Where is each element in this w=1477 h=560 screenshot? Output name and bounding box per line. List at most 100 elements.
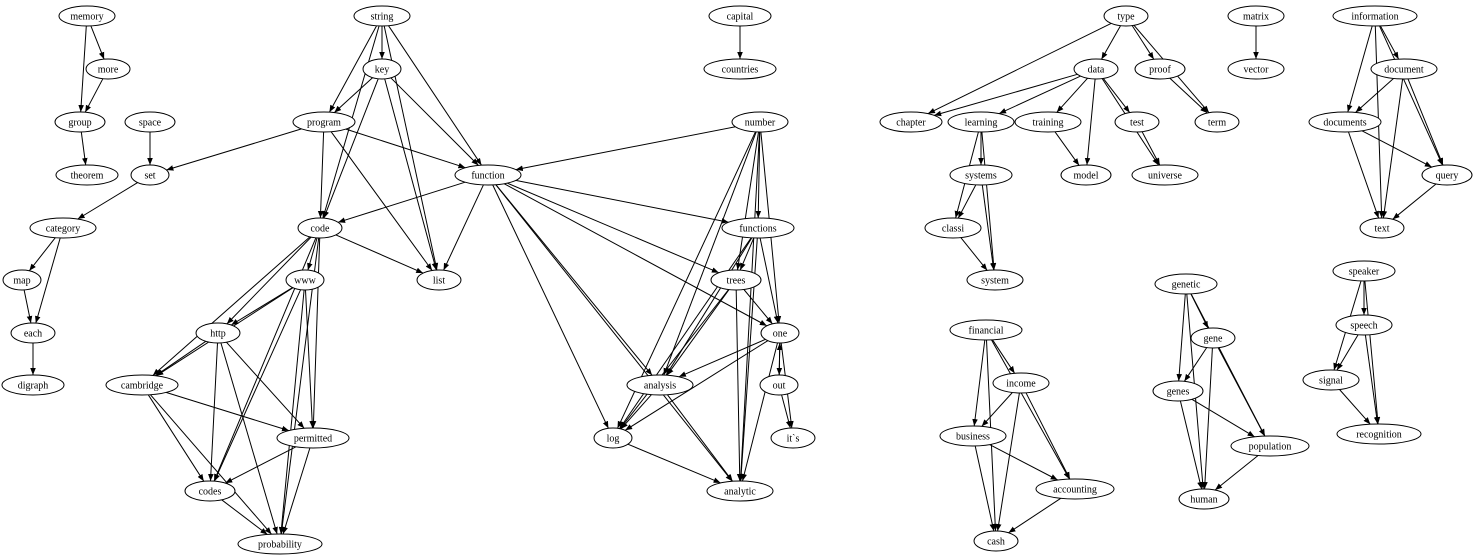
edge-key-to-program — [333, 77, 373, 113]
edge-key-to-code — [323, 78, 379, 219]
node-label-classi: classi — [942, 224, 964, 235]
edge-set-to-category — [77, 182, 138, 220]
edge-financial-to-accounting — [991, 339, 1070, 480]
edge-test-to-universe — [1141, 131, 1161, 166]
node-universe: universe — [1131, 164, 1199, 186]
node-proof: proof — [1134, 58, 1186, 80]
edge-financial-to-income — [992, 339, 1016, 374]
node-label-theorem: theorem — [71, 171, 104, 182]
edge-accounting-to-cash — [1008, 497, 1062, 534]
node-ellipse-speaker — [1332, 260, 1396, 282]
node-signal: signal — [1302, 369, 1360, 391]
edge-program-to-code — [317, 131, 325, 219]
node-label-set: set — [144, 171, 155, 182]
node-ellipse-information — [1332, 5, 1418, 27]
node-label-key: key — [375, 65, 389, 76]
node-functions: functions — [721, 217, 795, 239]
edge-function-to-one — [503, 183, 768, 327]
node-label-chapter: chapter — [896, 118, 926, 129]
node-capital: capital — [708, 5, 772, 27]
node-label-out: out — [773, 381, 786, 392]
node-ellipse-learning — [947, 111, 1015, 133]
node-ellipse-genes — [1152, 380, 1204, 402]
edge-genes-to-human — [1179, 400, 1203, 490]
node-ellipse-chapter — [879, 111, 943, 133]
node-probability: probability — [237, 533, 323, 555]
node-label-digraph: digraph — [18, 381, 49, 392]
node-label-cash: cash — [987, 537, 1005, 548]
node-ellipse-list — [416, 269, 462, 291]
edge-program-to-function — [345, 128, 466, 169]
edge-functions-to-analysis — [665, 237, 753, 376]
edge-speaker-to-recognition — [1364, 280, 1381, 425]
node-key: key — [362, 58, 402, 80]
node-ellipse-capital — [708, 5, 772, 27]
node-systems: systems — [949, 164, 1013, 186]
node-ellipse-income — [992, 372, 1050, 394]
edge-data-to-model — [1084, 78, 1096, 166]
edge-log-to-analytic — [627, 443, 721, 484]
node-label-query: query — [1436, 171, 1459, 182]
node-out: out — [759, 374, 799, 396]
node-label-speaker: speaker — [1349, 267, 1380, 278]
node-label-data: data — [1088, 65, 1105, 76]
edge-www-to-http — [230, 287, 293, 326]
node-speaker: speaker — [1332, 260, 1396, 282]
node-label-category: category — [46, 224, 80, 235]
edge-category-to-each — [35, 237, 61, 324]
node-label-http: http — [210, 329, 226, 340]
node-label-program: program — [307, 118, 341, 129]
node-ellipse-map — [2, 269, 42, 291]
node-label-text: text — [1375, 224, 1390, 235]
node-ellipse-log — [593, 427, 633, 449]
node-www: www — [285, 269, 325, 291]
node-ellipse-its — [770, 427, 816, 449]
node-more: more — [85, 58, 131, 80]
node-map: map — [2, 269, 42, 291]
edge-function-to-analytic — [495, 184, 733, 482]
node-countries: countries — [703, 58, 777, 80]
edge-key-to-function — [390, 77, 479, 166]
node-ellipse-theorem — [55, 164, 119, 186]
node-document: document — [1370, 58, 1438, 80]
edge-functions-to-log — [619, 237, 752, 429]
edge-systems-to-system — [981, 184, 996, 271]
node-genetic: genetic — [1154, 273, 1218, 295]
node-group: group — [54, 111, 106, 133]
node-label-list: list — [433, 276, 445, 287]
edge-string-to-program — [328, 25, 378, 113]
node-label-countries: countries — [722, 65, 759, 76]
edge-document-to-text — [1381, 78, 1404, 219]
node-ellipse-matrix — [1227, 5, 1285, 27]
edge-gene-to-human — [1202, 347, 1213, 490]
node-ellipse-accounting — [1035, 478, 1115, 500]
edge-codes-to-probability — [221, 499, 268, 535]
node-label-information: information — [1351, 12, 1398, 23]
edge-data-to-test — [1102, 78, 1131, 113]
edge-number-to-analysis — [663, 131, 757, 376]
node-learning: learning — [947, 111, 1015, 133]
node-ellipse-codes — [184, 480, 236, 502]
edge-type-to-data — [1101, 25, 1121, 60]
node-function: function — [454, 164, 522, 186]
node-ellipse-number — [731, 111, 789, 133]
node-ellipse-training — [1014, 111, 1082, 133]
edge-function-to-log — [492, 184, 609, 429]
node-label-its: it`s — [787, 434, 800, 445]
node-label-population: population — [1249, 442, 1292, 453]
node-ellipse-set — [130, 164, 170, 186]
edge-http-to-probability — [220, 342, 278, 535]
node-program: program — [292, 111, 356, 133]
edge-documents-to-text — [1348, 131, 1380, 219]
node-label-string: string — [371, 12, 394, 23]
edge-business-to-accounting — [989, 444, 1058, 481]
nodes-layer: memorymoregrouptheoremspacesetcategoryma… — [1, 5, 1473, 555]
edge-information-to-query — [1379, 25, 1443, 166]
node-ellipse-digraph — [1, 374, 65, 396]
node-ellipse-cambridge — [105, 374, 179, 396]
node-ellipse-model — [1060, 164, 1112, 186]
edge-signal-to-recognition — [1339, 389, 1371, 425]
edge-type-to-chapter — [927, 22, 1112, 115]
node-recognition: recognition — [1336, 423, 1422, 445]
